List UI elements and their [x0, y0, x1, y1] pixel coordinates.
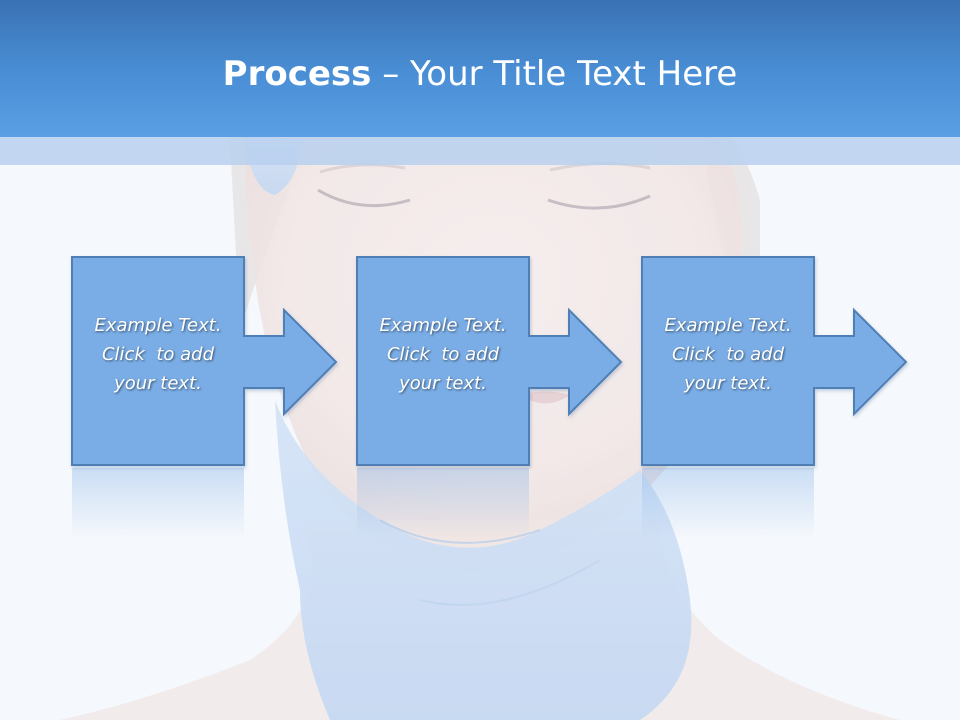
step-3-line-3: your text. [684, 373, 772, 394]
slide-title[interactable]: Process – Your Title Text Here [0, 52, 960, 96]
step-3-line-1: Example Text. [664, 315, 792, 336]
step-2-line-2: Click to add [386, 344, 499, 365]
title-rest: Your Title Text Here [410, 54, 738, 94]
step-3-reflection [642, 468, 814, 538]
step-3-shape[interactable] [641, 256, 908, 466]
step-1-line-1: Example Text. [94, 315, 222, 336]
step-1-shape[interactable] [71, 256, 338, 466]
title-bar-accent-strip [0, 137, 960, 165]
step-1-line-3: your text. [114, 373, 202, 394]
step-2-shape[interactable] [356, 256, 623, 466]
step-2-reflection [357, 468, 529, 538]
title-bar [0, 0, 960, 137]
step-2-text[interactable]: Example Text. Click to add your text. [357, 311, 529, 398]
step-1-reflection [72, 468, 244, 538]
step-2-line-1: Example Text. [379, 315, 507, 336]
step-2-line-3: your text. [399, 373, 487, 394]
step-3-line-2: Click to add [671, 344, 784, 365]
title-separator: – [371, 54, 411, 94]
step-1-line-2: Click to add [101, 344, 214, 365]
step-1-text[interactable]: Example Text. Click to add your text. [72, 311, 244, 398]
step-3-text[interactable]: Example Text. Click to add your text. [642, 311, 814, 398]
title-bold: Process [222, 54, 372, 94]
